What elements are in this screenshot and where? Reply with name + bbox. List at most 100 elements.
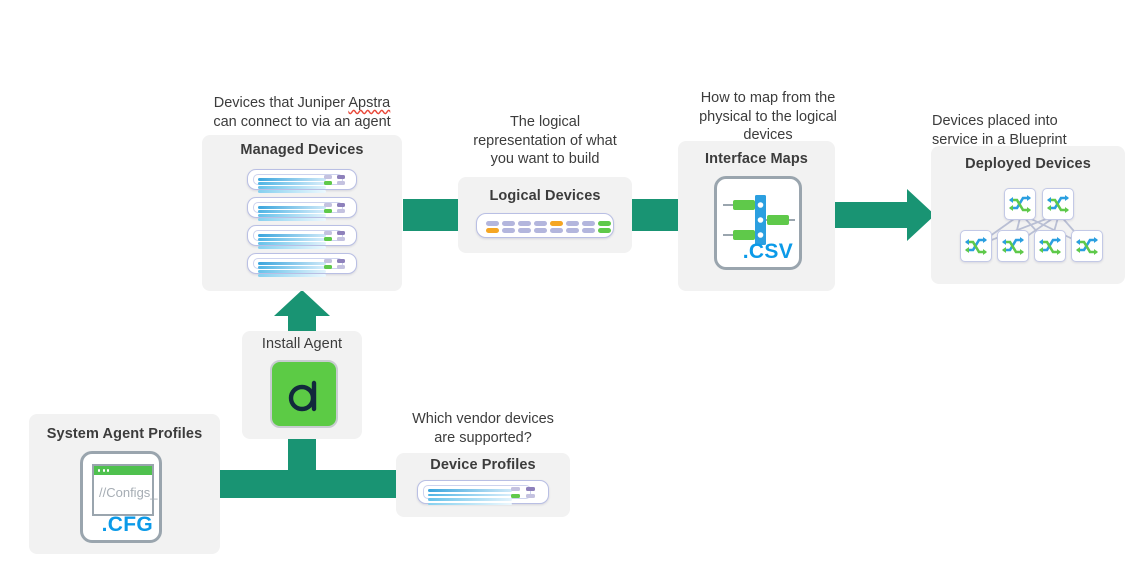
caption-logical-devices: The logical representation of what you w… — [458, 113, 632, 169]
deployed-leaf-node[interactable] — [960, 230, 992, 262]
device-port-line — [258, 190, 326, 193]
device-led — [337, 175, 345, 179]
device-led — [526, 487, 535, 491]
apstra-a-glyph — [288, 380, 317, 412]
interface-map-csv-tile[interactable]: .CSV — [714, 176, 802, 270]
switch-icon — [1047, 195, 1069, 213]
device-port-line — [258, 266, 326, 269]
device-port-line — [258, 206, 326, 209]
caption-interface-maps-line1: How to map from the — [700, 90, 836, 106]
logical-port — [582, 228, 595, 233]
device-port-line — [258, 274, 326, 277]
caption-logical-devices-line3: you want to build — [490, 151, 600, 167]
logical-port — [534, 221, 547, 226]
caption-device-profiles-line2: are supported? — [434, 429, 532, 446]
logical-port — [518, 221, 531, 226]
caption-device-profiles-line1: Which vendor devices — [412, 411, 554, 427]
logical-port — [518, 228, 531, 233]
panel-interface-maps-title: Interface Maps — [705, 151, 808, 167]
switch-icon — [965, 237, 987, 255]
panel-deployed-devices: Deployed Devices — [931, 146, 1125, 284]
device-port-line — [428, 493, 512, 497]
caption-managed-devices-line1: Devices that Juniper Apstra — [213, 95, 391, 111]
logical-port — [550, 221, 563, 226]
switch-icon — [1002, 237, 1024, 255]
panel-install-agent-title: Install Agent — [261, 336, 343, 352]
caption-deployed-devices-line1: Devices placed into — [932, 113, 1058, 129]
device-led — [324, 175, 332, 179]
device-led — [337, 237, 345, 241]
caption-deployed-devices-line2: service in a Blueprint — [932, 131, 1067, 148]
device-port-line — [258, 218, 326, 221]
deployed-leaf-node[interactable] — [997, 230, 1029, 262]
device-led — [324, 181, 332, 185]
panel-system-agent-profiles-title: System Agent Profiles — [46, 426, 203, 442]
caption-interface-maps-line2: physical to the logical — [699, 108, 837, 125]
device-led — [337, 203, 345, 207]
device-led — [337, 181, 345, 185]
device-port-line — [258, 210, 326, 213]
panel-logical-devices-title: Logical Devices — [489, 188, 601, 204]
system-agent-profile-cfg-tile[interactable]: //Configs_ .CFG — [80, 451, 162, 543]
panel-system-agent-profiles: System Agent Profiles //Configs_ .CFG — [29, 414, 220, 554]
deployed-spine-node[interactable] — [1004, 188, 1036, 220]
window-dot — [102, 469, 105, 472]
deployed-spine-node[interactable] — [1042, 188, 1074, 220]
connector-managed-to-logical — [403, 199, 463, 231]
device-led — [324, 203, 332, 207]
device-led — [324, 259, 332, 263]
logical-port — [534, 228, 547, 233]
apstra-agent-logo-tile[interactable] — [270, 360, 338, 428]
caption-logical-devices-line2: representation of what — [473, 132, 617, 149]
device-port-line — [428, 498, 512, 501]
logical-port — [486, 228, 499, 233]
device-chassis — [253, 230, 343, 249]
caption-interface-maps-line3: devices — [743, 127, 793, 143]
interface-map-diagram-icon — [723, 195, 795, 245]
device-led — [324, 265, 332, 269]
managed-device-item[interactable] — [247, 169, 357, 193]
device-port-line — [258, 214, 326, 217]
connector-bottom-bar — [218, 470, 428, 498]
system-agent-profile-file-extension: .CFG — [101, 513, 153, 536]
panel-device-profiles-title: Device Profiles — [430, 457, 536, 473]
device-port-line — [428, 502, 512, 506]
device-profile-item[interactable] — [417, 480, 549, 506]
logical-port — [598, 228, 611, 233]
device-chassis — [253, 174, 343, 193]
connector-interfacemaps-to-deployed-arrowhead — [907, 189, 935, 241]
switch-icon — [1009, 195, 1031, 213]
device-chassis — [253, 258, 343, 277]
terminal-window-icon: //Configs_ — [92, 464, 158, 516]
device-led — [511, 487, 520, 491]
managed-device-item[interactable] — [247, 253, 357, 277]
device-chassis — [253, 202, 343, 221]
logical-port — [502, 221, 515, 226]
device-port-line — [258, 262, 326, 265]
deployed-leaf-node[interactable] — [1034, 230, 1066, 262]
logical-port — [598, 221, 611, 226]
window-dot — [107, 469, 110, 472]
panel-interface-maps: Interface Maps .CSV — [678, 141, 835, 291]
device-led — [337, 265, 345, 269]
logical-device-item[interactable] — [476, 213, 614, 238]
device-port-line — [258, 178, 326, 181]
config-window-text: //Configs_ — [99, 485, 158, 500]
apstra-logo-icon — [272, 362, 336, 426]
caption-deployed-devices: Devices placed into service in a Bluepri… — [932, 112, 1128, 149]
device-port-line — [258, 234, 326, 237]
deployed-leaf-node[interactable] — [1071, 230, 1103, 262]
window-dot — [98, 469, 101, 472]
connector-logical-to-interfacemaps — [629, 199, 683, 231]
panel-managed-devices: Managed Devices — [202, 135, 402, 291]
managed-device-item[interactable] — [247, 197, 357, 221]
managed-device-item[interactable] — [247, 225, 357, 249]
logical-port — [502, 228, 515, 233]
interface-map-file-extension: .CSV — [742, 240, 793, 263]
connector-interfacemaps-to-deployed-shaft — [832, 202, 907, 228]
switch-icon — [1039, 237, 1061, 255]
device-led — [324, 231, 332, 235]
spellcheck-word-apstra: Apstra — [348, 95, 391, 111]
panel-logical-devices: Logical Devices — [458, 177, 632, 253]
